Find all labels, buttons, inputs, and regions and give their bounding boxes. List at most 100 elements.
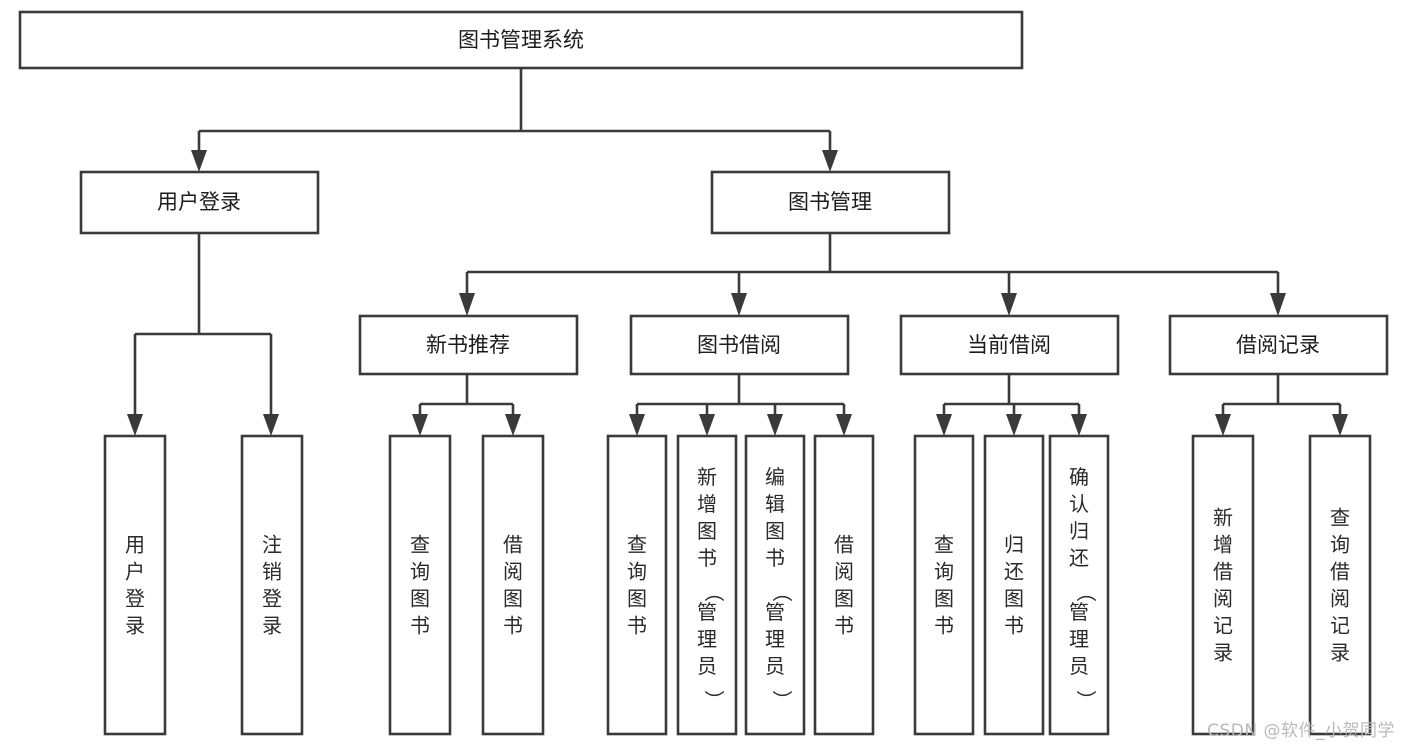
svg-text:书: 书 xyxy=(627,614,647,638)
svg-text:图: 图 xyxy=(834,587,854,611)
leaf-layer xyxy=(103,434,1372,736)
connector-root-to-bus xyxy=(197,68,832,156)
csdn-watermark: CSDN @软件_小贺同学 xyxy=(1207,721,1395,741)
node-root-box[interactable] xyxy=(18,10,1024,70)
svg-text:借: 借 xyxy=(834,533,854,557)
svg-text:图: 图 xyxy=(627,587,647,611)
node-new-book-recommend-label: 新书推荐 xyxy=(426,333,510,357)
leaf-borrow-book-2-box[interactable] xyxy=(813,434,875,736)
node-user-login-label: 用户登录 xyxy=(157,190,241,214)
svg-text:还: 还 xyxy=(1069,546,1089,570)
node-borrow-record[interactable]: 借阅记录 xyxy=(1168,314,1389,376)
connector-layer xyxy=(127,68,1348,436)
svg-text:）: ） xyxy=(1074,690,1098,710)
leaf-user-login-box[interactable] xyxy=(103,434,167,736)
node-book-borrow-box[interactable] xyxy=(629,314,850,376)
svg-text:管: 管 xyxy=(697,600,717,624)
svg-text:认: 认 xyxy=(1069,492,1089,516)
connector-user-login-bus xyxy=(133,233,273,420)
leaf-add-borrow-record-box[interactable] xyxy=(1191,434,1255,736)
leaf-confirm-return-admin-box[interactable] xyxy=(1048,434,1110,736)
svg-text:理: 理 xyxy=(697,627,717,651)
svg-text:管: 管 xyxy=(1069,600,1089,624)
svg-text:录: 录 xyxy=(1213,641,1233,665)
svg-text:书: 书 xyxy=(834,614,854,638)
svg-text:书: 书 xyxy=(410,614,430,638)
svg-text:增: 增 xyxy=(1213,533,1233,557)
svg-text:图: 图 xyxy=(934,587,954,611)
node-new-book-recommend-box[interactable] xyxy=(358,314,579,376)
leaf-query-book-3-box[interactable] xyxy=(913,434,975,736)
leaf-query-book-1-box[interactable] xyxy=(388,434,452,736)
node-root[interactable]: 图书管理系统 xyxy=(18,10,1024,70)
leaf-query-borrow-record-box[interactable] xyxy=(1308,434,1372,736)
svg-text:还: 还 xyxy=(1004,560,1024,584)
leaf-borrow-book-1-box[interactable] xyxy=(481,434,545,736)
arrowhead-leaf-confirm-return-admin xyxy=(1071,414,1087,436)
arrowhead-leaf-borrow-book-2 xyxy=(836,414,852,436)
node-user-login-box[interactable] xyxy=(79,170,320,235)
node-book-borrow[interactable]: 图书借阅 xyxy=(629,314,850,376)
node-book-borrow-label: 图书借阅 xyxy=(697,333,781,357)
svg-text:归: 归 xyxy=(1004,533,1024,557)
arrowhead-user-login xyxy=(191,150,207,172)
arrowhead-leaf-query-book-3 xyxy=(936,414,952,436)
arrowhead-current-borrow xyxy=(1001,293,1017,316)
svg-text:员: 员 xyxy=(765,654,785,678)
svg-text:录: 录 xyxy=(1330,641,1350,665)
svg-text:阅: 阅 xyxy=(1213,587,1233,611)
svg-text:员: 员 xyxy=(1069,654,1089,678)
svg-text:理: 理 xyxy=(1069,627,1089,651)
leaf-edit-book-admin-box[interactable] xyxy=(744,434,806,736)
svg-text:询: 询 xyxy=(410,560,430,584)
arrowhead-book-management xyxy=(822,150,838,172)
arrowhead-leaf-borrow-book-1 xyxy=(505,414,521,436)
node-book-management[interactable]: 图书管理 xyxy=(710,170,951,235)
node-new-book-recommend[interactable]: 新书推荐 xyxy=(358,314,579,376)
node-user-login[interactable]: 用户登录 xyxy=(79,170,320,235)
connector-borrow-record-bus xyxy=(1221,374,1342,420)
leaf-user-login-label: 用户登录 xyxy=(125,533,145,638)
svg-text:询: 询 xyxy=(934,560,954,584)
svg-text:增: 增 xyxy=(697,492,717,516)
svg-text:户: 户 xyxy=(125,560,145,584)
arrowhead-leaf-user-login xyxy=(127,414,143,436)
svg-text:书: 书 xyxy=(1004,614,1024,638)
leaf-return-book-box[interactable] xyxy=(983,434,1045,736)
arrowhead-leaf-return-book xyxy=(1006,414,1022,436)
svg-text:查: 查 xyxy=(934,533,954,557)
svg-text:书: 书 xyxy=(765,546,785,570)
svg-text:登: 登 xyxy=(262,587,282,611)
arrowhead-leaf-edit-book-admin xyxy=(767,414,783,436)
svg-text:理: 理 xyxy=(765,627,785,651)
svg-text:查: 查 xyxy=(627,533,647,557)
node-current-borrow-label: 当前借阅 xyxy=(967,333,1051,357)
leaf-query-book-2-box[interactable] xyxy=(606,434,668,736)
svg-text:归: 归 xyxy=(1069,519,1089,543)
connector-book-management-bus xyxy=(465,233,1280,296)
svg-text:记: 记 xyxy=(1330,614,1350,638)
node-borrow-record-box[interactable] xyxy=(1168,314,1389,376)
svg-text:辑: 辑 xyxy=(765,492,785,516)
svg-text:查: 查 xyxy=(1330,506,1350,530)
node-current-borrow[interactable]: 当前借阅 xyxy=(899,314,1120,376)
svg-text:图: 图 xyxy=(503,587,523,611)
svg-text:图: 图 xyxy=(410,587,430,611)
leaf-logout-login-box[interactable] xyxy=(240,434,304,736)
arrowhead-leaf-query-book-1 xyxy=(412,414,428,436)
node-current-borrow-box[interactable] xyxy=(899,314,1120,376)
svg-text:（: （ xyxy=(770,582,794,602)
arrowhead-book-borrow xyxy=(731,293,747,316)
svg-text:录: 录 xyxy=(125,614,145,638)
leaf-add-book-admin-box[interactable] xyxy=(676,434,738,736)
svg-text:登: 登 xyxy=(125,587,145,611)
node-book-management-box[interactable] xyxy=(710,170,951,235)
